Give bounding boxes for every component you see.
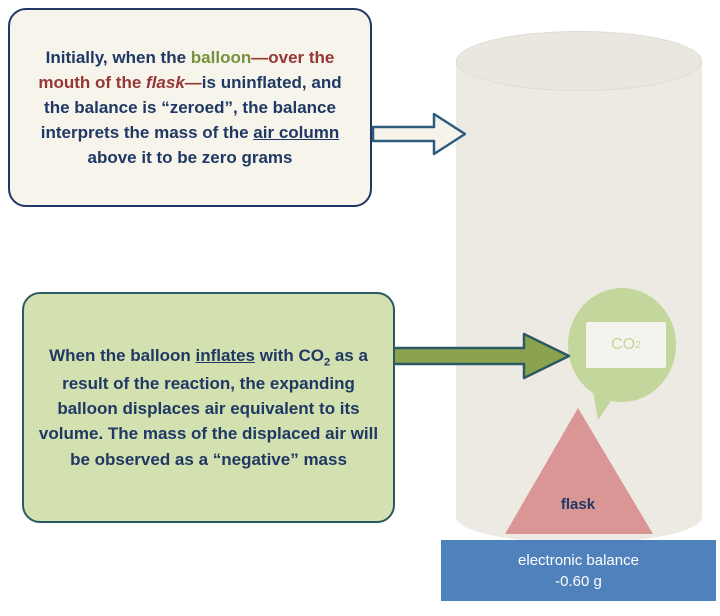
- text-segment: —: [184, 72, 202, 92]
- balance-title: electronic balance: [518, 551, 639, 569]
- text-segment: as a result of the reaction, the expandi…: [38, 346, 379, 469]
- callout-initial: Initially, when the balloon—over the mou…: [8, 8, 372, 207]
- balloon-word: balloon: [190, 47, 252, 67]
- text-segment: above it to be zero grams: [87, 148, 293, 168]
- air-column-phrase: air column: [253, 123, 340, 143]
- electronic-balance: electronic balance -0.60 g: [441, 540, 716, 601]
- text-segment: —over the mouth of the: [38, 47, 335, 92]
- flask-triangle: [505, 408, 653, 534]
- co2-subscript-inline: 2: [323, 356, 331, 369]
- flask-word: flask: [146, 72, 185, 92]
- inflates-word: inflates: [195, 346, 255, 366]
- air-column-cylinder-top-ellipse: [456, 31, 702, 91]
- arrow-right-outline-icon: [372, 112, 467, 156]
- callout-inflate-text: When the balloon inflates with CO2 as a …: [38, 343, 379, 471]
- text-segment: Initially, when the: [45, 47, 191, 67]
- callout-inflate: When the balloon inflates with CO2 as a …: [22, 292, 395, 523]
- balance-reading: -0.60 g: [555, 572, 602, 590]
- text-segment: is uninflated, and the balance is “zeroe…: [40, 72, 342, 143]
- callout-initial-text: Initially, when the balloon—over the mou…: [24, 45, 356, 171]
- flask-label: flask: [560, 496, 596, 513]
- co2-subscript: 2: [635, 339, 641, 351]
- text-segment: When the balloon: [49, 346, 196, 366]
- arrow-right-green-icon: [392, 332, 571, 380]
- text-segment: with CO: [255, 346, 324, 366]
- co2-text: CO: [611, 336, 636, 353]
